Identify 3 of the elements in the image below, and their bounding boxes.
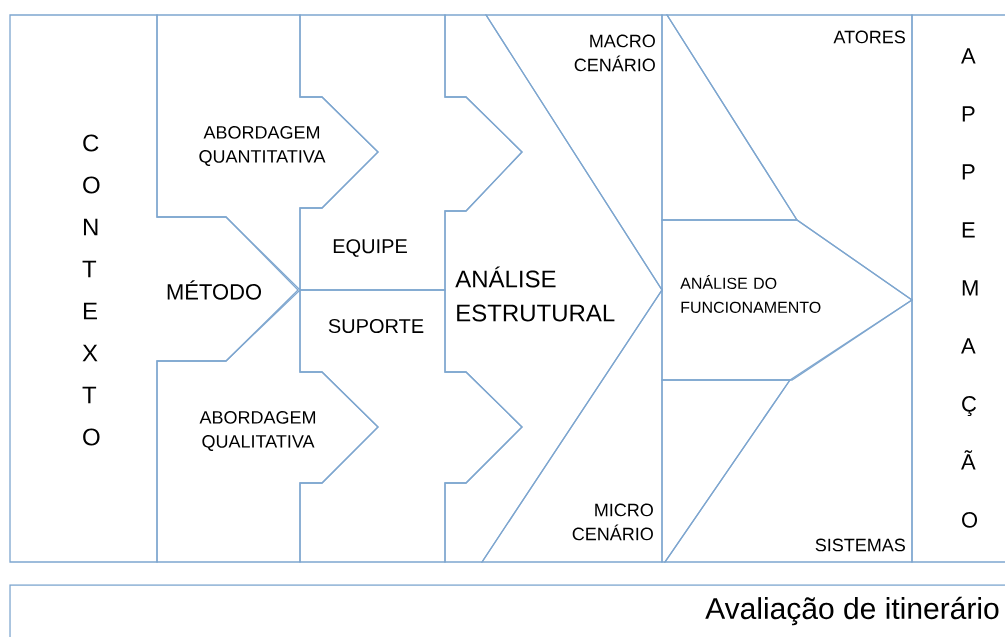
column-panel: A P P E M A Ç Ã O (911, 14, 1005, 563)
footer-bar: Avaliação de itinerário (9, 584, 1005, 637)
triangle-shape (661, 379, 792, 563)
